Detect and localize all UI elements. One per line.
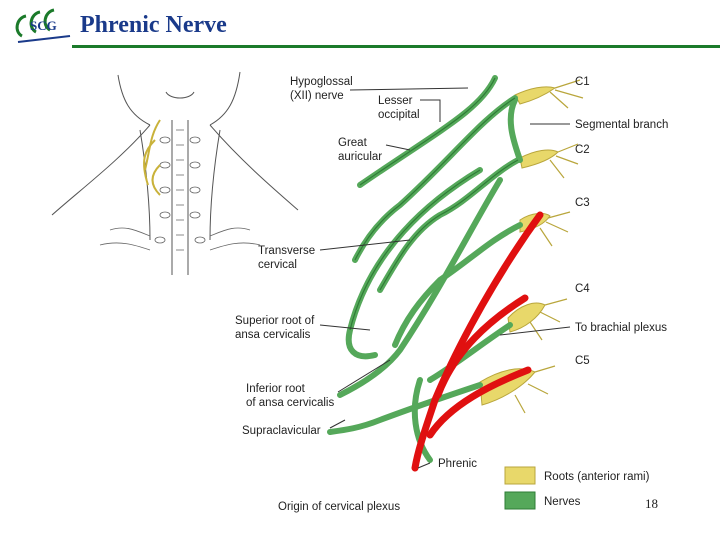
page-number: 18 (645, 496, 658, 511)
leader-lines (319, 87, 571, 469)
label-c5: C5 (575, 355, 590, 367)
label-c1: C1 (575, 76, 590, 88)
root-c5 (479, 368, 536, 406)
legend-label-nerves: Nerves (544, 496, 581, 508)
root-c2 (519, 149, 559, 169)
label-c4: C4 (575, 283, 590, 295)
label-hypoglossal-2: (XII) nerve (290, 90, 344, 102)
label-great-auricular-1: Great (338, 137, 368, 149)
label-lesser-occipital-2: occipital (378, 109, 420, 121)
c2-c3-loop (507, 97, 523, 163)
legend-swatch-nerves (504, 491, 536, 510)
scg-logo: SCG (15, 8, 71, 43)
label-lesser-occipital-1: Lesser (378, 95, 413, 107)
legend-label-roots: Roots (anterior rami) (544, 471, 650, 483)
phrenic-nerve (411, 211, 544, 472)
legend-swatch-roots (504, 466, 536, 485)
label-transverse-cervical-2: cervical (258, 259, 297, 271)
vertebrae-sketch (99, 129, 261, 251)
label-segmental-branch: Segmental branch (575, 119, 668, 131)
label-c3: C3 (575, 197, 590, 209)
label-to-brachial-plexus: To brachial plexus (575, 322, 667, 334)
c4-branch (427, 322, 513, 383)
label-great-auricular-2: auricular (338, 151, 382, 163)
inferior-root (337, 177, 503, 398)
root-rootlets (514, 79, 584, 414)
label-c2: C2 (575, 144, 590, 156)
title-divider (72, 45, 720, 48)
supraclavicular-nerve (327, 382, 483, 435)
phrenic-from-c5 (426, 366, 532, 439)
root-c4 (507, 302, 546, 333)
root-c1 (514, 86, 557, 105)
label-superior-root-2: ansa cervicalis (235, 329, 311, 341)
diagram-caption: Origin of cervical plexus (278, 501, 400, 513)
nerves (327, 75, 523, 463)
label-supraclavicular: Supraclavicular (242, 425, 321, 437)
legend: Roots (anterior rami) Nerves (504, 466, 650, 510)
page-title: Phrenic Nerve (80, 12, 227, 38)
label-hypoglossal-1: Hypoglossal (290, 76, 353, 88)
label-inferior-root-1: Inferior root (246, 383, 306, 395)
label-phrenic: Phrenic (438, 458, 477, 470)
label-superior-root-1: Superior root of (235, 315, 315, 327)
nerve-highlights (349, 77, 519, 331)
logo-text: SCG (30, 18, 57, 33)
mini-plexus (143, 119, 161, 196)
descending-green (411, 377, 433, 463)
label-inferior-root-2: of ansa cervicalis (246, 397, 334, 409)
label-transverse-cervical-1: Transverse (258, 245, 315, 257)
phrenic-from-c4 (434, 294, 529, 399)
